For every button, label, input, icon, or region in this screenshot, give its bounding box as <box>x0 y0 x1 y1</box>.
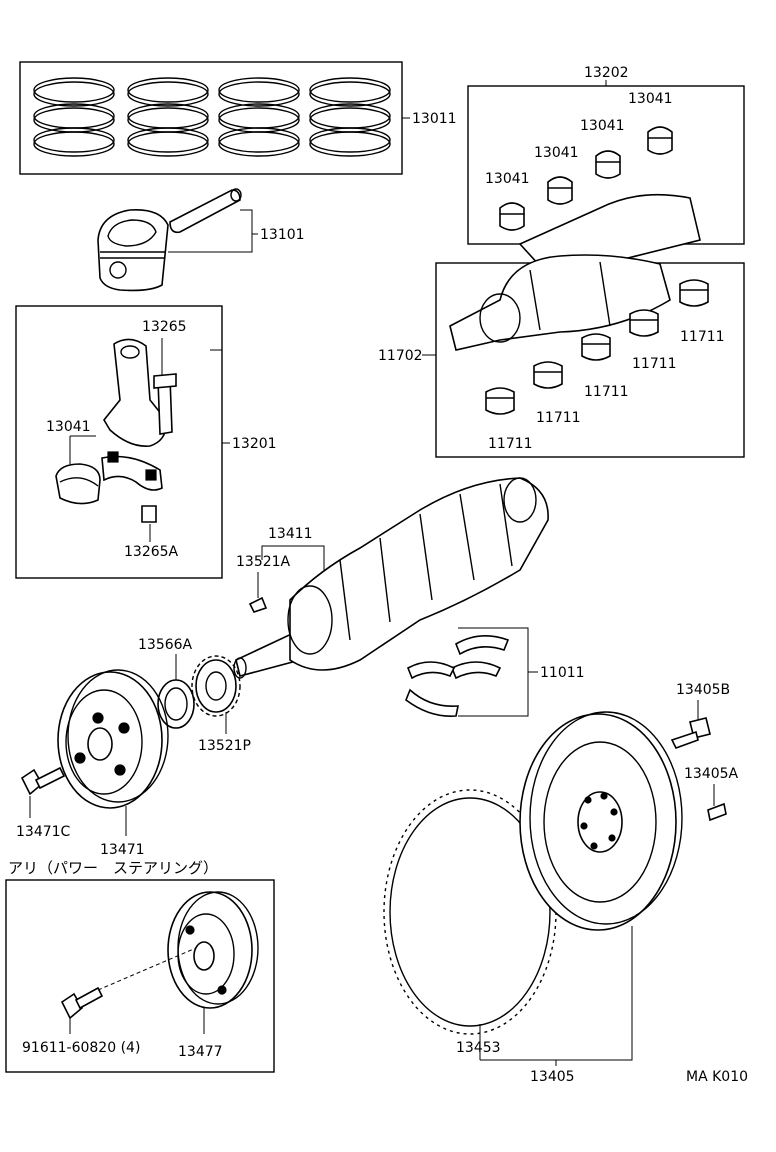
label-13411: 13411 <box>268 526 313 542</box>
crank-pulley: 13471 13471C <box>16 669 169 858</box>
crankshaft: 13411 13521A <box>233 477 549 679</box>
label-13101: 13101 <box>260 227 305 243</box>
flywheel: 13405 <box>480 711 683 1085</box>
label-11702: 11702 <box>378 348 423 364</box>
crankshaft-kit: 11702 11711 11711 11711 11711 11711 <box>378 254 745 458</box>
label-13041-1: 13041 <box>628 91 673 107</box>
crankshaft-bearing-set: 13202 13041 13041 13041 13041 <box>467 65 745 267</box>
label-11711-1: 11711 <box>680 329 725 345</box>
label-13041-4: 13041 <box>485 171 530 187</box>
thrust-washer-set: 11011 <box>405 627 585 717</box>
label-13405b: 13405B <box>676 682 730 698</box>
power-steering-variant: アリ（パワー ステアリング） 91611-60820 (4) 13477 <box>5 859 275 1073</box>
label-13041-rod: 13041 <box>46 419 91 435</box>
label-11711-2: 11711 <box>632 356 677 372</box>
ps-pulley-bolt <box>60 986 104 1020</box>
label-13521p: 13521P <box>198 738 251 754</box>
connecting-rod-assy: 13265 13041 13265A 13201 <box>15 305 277 579</box>
label-13405a: 13405A <box>684 766 739 782</box>
label-11711-3: 11711 <box>584 384 629 400</box>
label-13477: 13477 <box>178 1044 223 1060</box>
piston-and-pin: 13101 <box>97 188 305 292</box>
label-11711-4: 11711 <box>536 410 581 426</box>
label-11711-5: 11711 <box>488 436 533 452</box>
label-13471c: 13471C <box>16 824 71 840</box>
label-11011: 11011 <box>540 665 585 681</box>
timing-gear-and-plate: 13566A 13521P <box>138 637 251 754</box>
label-13566a: 13566A <box>138 637 193 653</box>
label-13471: 13471 <box>100 842 145 858</box>
label-13041-3: 13041 <box>534 145 579 161</box>
piston-ring-set: 13011 <box>19 61 457 175</box>
flywheel-bolt: 13405B <box>670 682 730 749</box>
label-13041-2: 13041 <box>580 118 625 134</box>
figure-code: MA K010 <box>686 1069 748 1085</box>
crank-timing-gear <box>191 655 241 717</box>
flywheel-pin: 13405A <box>684 766 739 822</box>
label-13011: 13011 <box>412 111 457 127</box>
note-power-steering: アリ（パワー ステアリング） <box>8 859 218 877</box>
label-13201: 13201 <box>232 436 277 452</box>
pulley-bolt <box>20 766 66 796</box>
label-13521a: 13521A <box>236 554 291 570</box>
label-13453: 13453 <box>456 1040 501 1056</box>
label-91611: 91611-60820 (4) <box>22 1040 140 1056</box>
label-13405: 13405 <box>530 1069 575 1085</box>
label-13202: 13202 <box>584 65 629 81</box>
label-13265: 13265 <box>142 319 187 335</box>
ps-pulley <box>167 891 259 1009</box>
label-13265a: 13265A <box>124 544 179 560</box>
